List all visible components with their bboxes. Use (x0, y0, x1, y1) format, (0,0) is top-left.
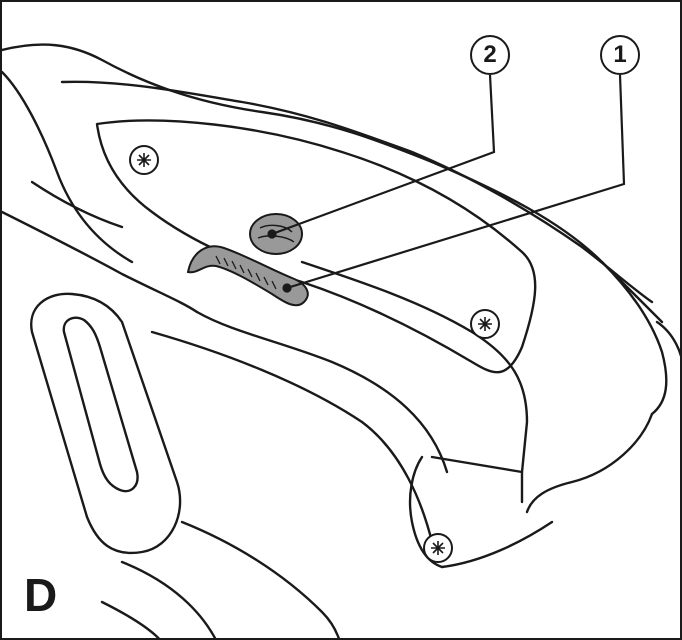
body-curve-1 (195, 310, 449, 474)
housing-inner-edge (60, 80, 654, 304)
lower-right-edge (440, 520, 554, 569)
screw-top-left (129, 145, 159, 175)
callout-2: 2 (470, 35, 510, 75)
housing-outline-top (2, 43, 664, 324)
leader-2 (271, 74, 496, 236)
frame-arm-lower (430, 455, 524, 504)
strap-slot (62, 316, 139, 493)
figure-label: D (24, 569, 58, 621)
body-curve-3 (180, 520, 340, 638)
switch-lever (186, 245, 309, 307)
leader-lines (267, 74, 626, 293)
leader-1 (286, 74, 626, 290)
screw-bottom (423, 533, 453, 563)
nozzle-tip (525, 412, 654, 514)
screw-right (470, 309, 500, 339)
strap-outer (30, 292, 182, 555)
cover-plate (95, 119, 537, 374)
callout-1: 1 (600, 35, 640, 75)
body-curve-5 (100, 600, 160, 638)
nozzle-outer (600, 260, 668, 416)
leader-2-dot (267, 229, 277, 239)
handle-left-contour (2, 70, 134, 264)
grip-edge (30, 180, 124, 229)
screw-group (129, 145, 500, 563)
body-curve-2 (150, 330, 434, 544)
frame-arm-upper (300, 260, 529, 474)
leader-1-dot (282, 283, 292, 293)
handle-left-inner (2, 210, 199, 314)
body-curve-4 (120, 560, 217, 638)
nozzle-ring (655, 320, 680, 358)
